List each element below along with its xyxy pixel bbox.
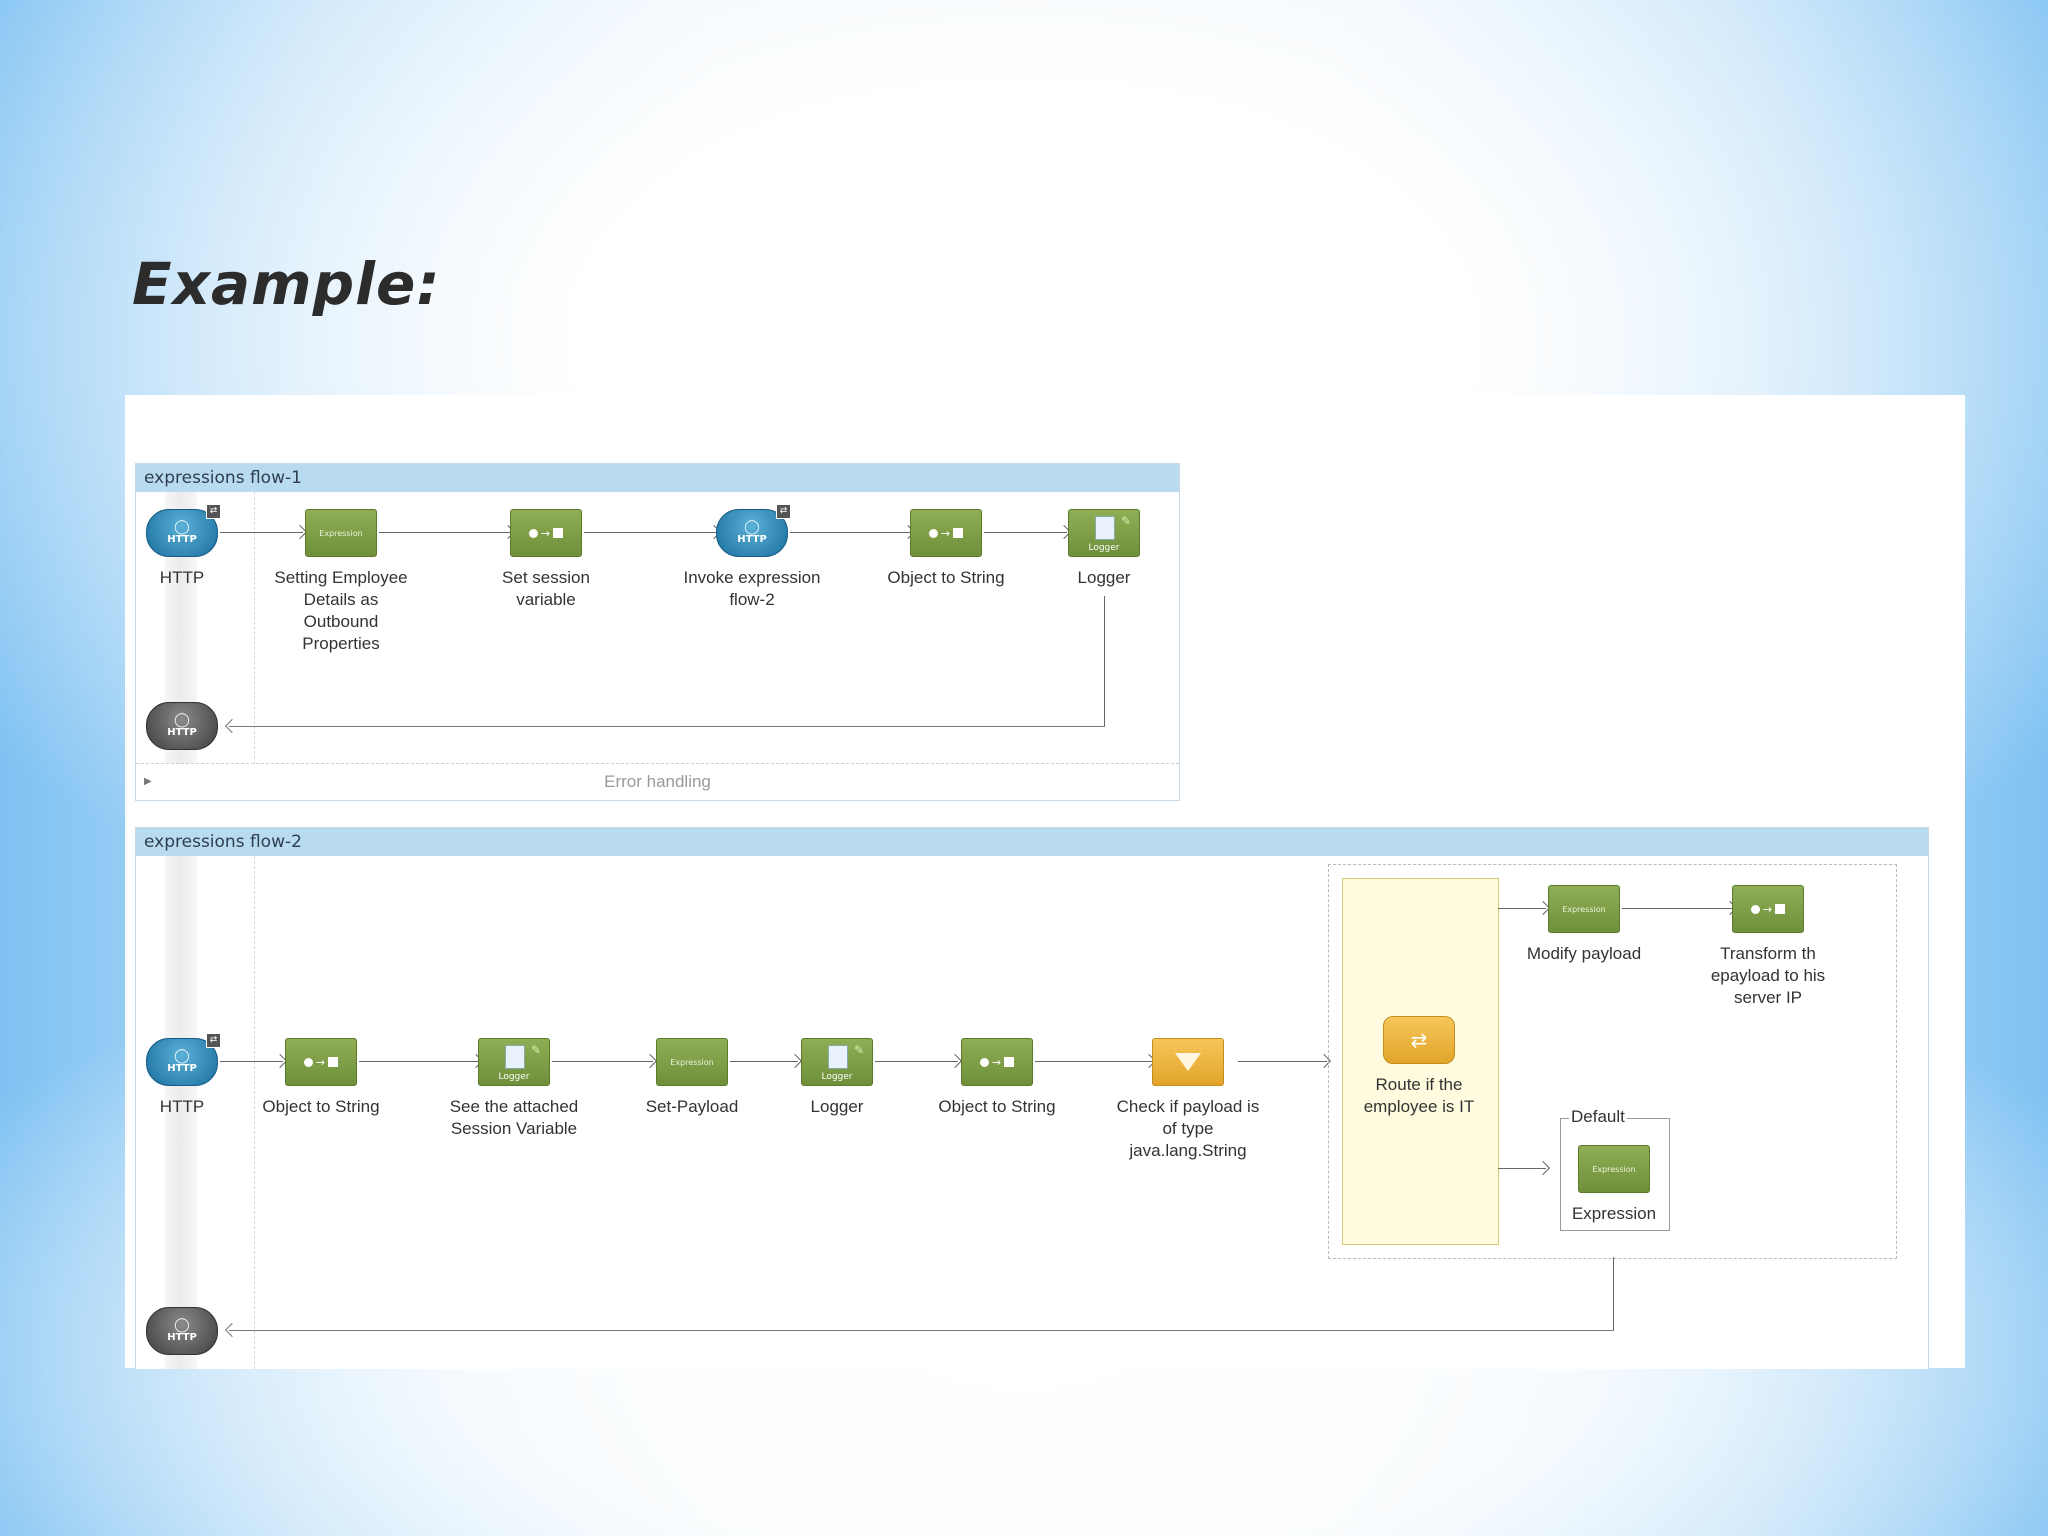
node-label: Expression <box>1571 1204 1657 1223</box>
flow1-http-listener[interactable]: ◯HTTP ⇄ HTTP <box>92 504 272 589</box>
flow-canvas: expressions flow-1 ◯HTTP ⇄ HTTP Expressi… <box>125 395 1965 1369</box>
transformer-icon: → <box>961 1038 1033 1086</box>
connector-arrow <box>984 532 1067 533</box>
node-label: Modify payload <box>1526 944 1642 963</box>
expand-triangle-icon[interactable]: ▶ <box>144 776 152 787</box>
exchange-pattern-icon: ⇄ <box>206 1033 221 1048</box>
node-label: Route if the employee is IT <box>1363 1075 1475 1116</box>
node-label: Object to String <box>938 1097 1056 1116</box>
transformer-icon: → <box>910 509 982 557</box>
source-strip <box>165 856 197 1369</box>
expression-icon: Expression <box>1548 885 1620 933</box>
connector-arrow <box>1238 1061 1327 1062</box>
flow-1-header[interactable]: expressions flow-1 <box>136 464 1179 492</box>
node-label: HTTP <box>159 1097 205 1116</box>
logger-icon: ✎ Logger <box>478 1038 550 1086</box>
exchange-pattern-icon: ⇄ <box>776 504 791 519</box>
http-endpoint-icon: ◯HTTP ⇄ <box>146 1033 221 1086</box>
flow-panel-1[interactable]: expressions flow-1 ◯HTTP ⇄ HTTP Expressi… <box>135 463 1180 801</box>
flow1-expression-set-employee[interactable]: Expression Setting Employee Details as O… <box>251 509 431 655</box>
default-route-title: Default <box>1569 1107 1627 1127</box>
expression-icon: Expression <box>1578 1145 1650 1193</box>
transformer-icon: → <box>1732 885 1804 933</box>
node-label: Set session variable <box>502 568 590 609</box>
return-line <box>1613 1257 1614 1330</box>
return-arrow <box>229 1330 1614 1331</box>
connector-arrow <box>1035 1061 1152 1062</box>
flow1-http-response[interactable]: ◯HTTP <box>92 702 272 750</box>
flow2-payload-type-filter[interactable]: Check if payload is of type java.lang.St… <box>1098 1038 1278 1162</box>
flow-panel-2[interactable]: expressions flow-2 ◯HTTP ⇄ HTTP → Object… <box>135 827 1929 1369</box>
flow2-set-payload[interactable]: Expression Set-Payload <box>602 1038 782 1118</box>
transformer-icon: → <box>510 509 582 557</box>
http-endpoint-icon: ◯HTTP ⇄ <box>146 504 221 557</box>
flow2-object-to-string-1[interactable]: → Object to String <box>231 1038 411 1118</box>
node-label: Transform th epayload to his server IP <box>1710 944 1826 1007</box>
transformer-icon: → <box>285 1038 357 1086</box>
expression-icon: Expression <box>656 1038 728 1086</box>
node-label: Set-Payload <box>645 1097 739 1116</box>
connector-arrow <box>1622 908 1733 909</box>
exchange-pattern-icon: ⇄ <box>206 504 221 519</box>
node-label: Object to String <box>262 1097 380 1116</box>
connector-arrow <box>1498 1168 1546 1169</box>
flow1-set-session-variable[interactable]: → Set session variable <box>456 509 636 611</box>
node-label: See the attached Session Variable <box>449 1097 579 1138</box>
flow1-object-to-string[interactable]: → Object to String <box>856 509 1036 589</box>
logger-icon: ✎ Logger <box>1068 509 1140 557</box>
connector-arrow <box>359 1061 479 1062</box>
route1-transform-payload[interactable]: → Transform th epayload to his server IP <box>1678 885 1858 1009</box>
connector-arrow <box>220 1061 283 1062</box>
flow1-invoke-flow-2[interactable]: ◯HTTP ⇄ Invoke expression flow-2 <box>662 504 842 611</box>
expression-icon: Expression <box>305 509 377 557</box>
flow2-logger[interactable]: ✎ Logger Logger <box>747 1038 927 1118</box>
node-label: Invoke expression flow-2 <box>683 568 821 609</box>
node-label: HTTP <box>159 568 205 587</box>
divider <box>254 492 255 764</box>
error-handling-section[interactable]: ▶ Error handling <box>136 763 1179 800</box>
route1-modify-payload[interactable]: Expression Modify payload <box>1494 885 1674 965</box>
connector-arrow <box>875 1061 958 1062</box>
divider <box>254 856 255 1369</box>
connector-arrow <box>1498 908 1546 909</box>
default-route-expression[interactable]: Expression Expression <box>1524 1145 1704 1225</box>
connector-arrow <box>730 1061 798 1062</box>
node-label: Setting Employee Details as Outbound Pro… <box>274 568 408 653</box>
http-response-icon: ◯HTTP <box>146 1307 218 1355</box>
connector-arrow <box>379 532 511 533</box>
flow2-logger-session-variable[interactable]: ✎ Logger See the attached Session Variab… <box>424 1038 604 1140</box>
logger-icon: ✎ Logger <box>801 1038 873 1086</box>
slide-title: Example: <box>132 250 441 318</box>
flow1-logger[interactable]: ✎ Logger Logger <box>1014 509 1194 589</box>
node-label: Check if payload is of type java.lang.St… <box>1116 1097 1260 1160</box>
http-response-icon: ◯HTTP <box>146 702 218 750</box>
node-label: Object to String <box>887 568 1005 587</box>
flow2-http-listener[interactable]: ◯HTTP ⇄ HTTP <box>92 1033 272 1118</box>
node-label: Logger <box>1077 568 1131 587</box>
flow-2-header[interactable]: expressions flow-2 <box>136 828 1928 856</box>
http-endpoint-icon: ◯HTTP ⇄ <box>716 504 791 557</box>
connector-arrow <box>584 532 717 533</box>
flow2-object-to-string-2[interactable]: → Object to String <box>907 1038 1087 1118</box>
node-label: Logger <box>810 1097 864 1116</box>
connector-arrow <box>552 1061 653 1062</box>
choice-router-scope[interactable] <box>1328 864 1897 1259</box>
filter-icon <box>1152 1038 1224 1086</box>
choice-router-icon: ⇄ <box>1383 1016 1455 1064</box>
default-route-box[interactable]: Default <box>1560 1107 1670 1231</box>
connector-arrow <box>220 532 303 533</box>
return-arrow <box>229 726 1105 727</box>
flow2-http-response[interactable]: ◯HTTP <box>92 1307 272 1355</box>
choice-router[interactable]: ⇄ Route if the employee is IT <box>1329 1016 1509 1118</box>
connector-arrow <box>790 532 911 533</box>
error-handling-label: Error handling <box>604 772 711 791</box>
return-line <box>1104 596 1105 726</box>
